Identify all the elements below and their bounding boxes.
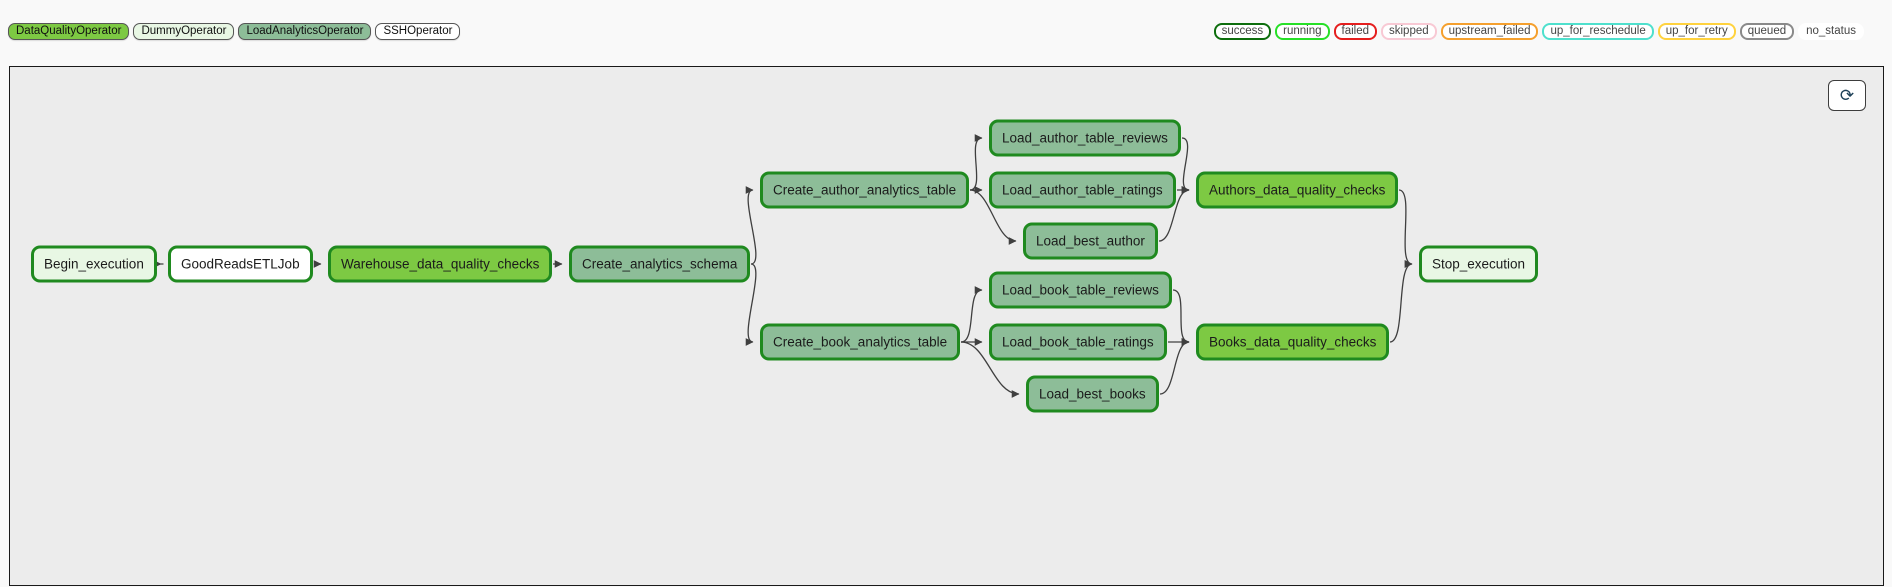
refresh-icon: ⟳ (1839, 85, 1855, 105)
state-legend-badge-success: success (1213, 23, 1272, 40)
edge-load_author_table_reviews-to-authors_data_quality_checks (1181, 137, 1190, 194)
task-node-Create_book_analytics_table[interactable]: Create_book_analytics_table (760, 323, 961, 361)
state-legend-badge-queued: queued (1739, 23, 1795, 40)
state-legend-badge-running: running (1275, 23, 1330, 40)
operator-legend-badge-DataQualityOperator: DataQualityOperator (8, 23, 130, 40)
state-legend-badge-up_for_retry: up_for_retry (1657, 23, 1736, 40)
edge-load_book_table_reviews-to-books_data_quality_checks (1172, 289, 1190, 346)
task-node-Stop_execution[interactable]: Stop_execution (1419, 245, 1539, 283)
task-node-Load_best_author[interactable]: Load_best_author (1023, 222, 1158, 260)
task-node-Warehouse_data_quality_checks[interactable]: Warehouse_data_quality_checks (328, 245, 553, 283)
dag-graph-panel[interactable]: ⟳ Begin_execution GoodReadsETLJob Warehous… (9, 66, 1884, 586)
task-node-Load_author_table_reviews[interactable]: Load_author_table_reviews (989, 119, 1181, 157)
state-legend-badge-skipped: skipped (1381, 23, 1437, 40)
state-legend-badge-no_status: no_status (1798, 23, 1864, 40)
task-node-Load_author_table_ratings[interactable]: Load_author_table_ratings (989, 171, 1176, 209)
refresh-button[interactable]: ⟳ (1828, 80, 1866, 111)
task-node-Create_analytics_schema[interactable]: Create_analytics_schema (569, 245, 751, 283)
edge-books_data_quality_checks-to-stop_execution (1389, 260, 1413, 343)
edge-authors_data_quality_checks-to-stop_execution (1398, 189, 1413, 268)
task-node-GoodReadsETLJob[interactable]: GoodReadsETLJob (168, 245, 313, 283)
edge-create_author_analytics_table-to-load_author_table_reviews (969, 134, 983, 191)
state-legend-badge-upstream_failed: upstream_failed (1440, 23, 1539, 40)
operator-legend-badge-SSHOperator: SSHOperator (375, 23, 461, 40)
task-node-Begin_execution[interactable]: Begin_execution (31, 245, 157, 283)
task-node-Authors_data_quality_checks[interactable]: Authors_data_quality_checks (1196, 171, 1399, 209)
operator-legend-badge-LoadAnalyticsOperator: LoadAnalyticsOperator (238, 23, 372, 40)
task-node-Books_data_quality_checks[interactable]: Books_data_quality_checks (1196, 323, 1390, 361)
task-node-Load_book_table_reviews[interactable]: Load_book_table_reviews (989, 271, 1172, 309)
task-node-Load_best_books[interactable]: Load_best_books (1026, 375, 1159, 413)
task-node-Create_author_analytics_table[interactable]: Create_author_analytics_table (760, 171, 970, 209)
operator-legend-badge-DummyOperator: DummyOperator (133, 23, 235, 40)
state-legend-badge-up_for_reschedule: up_for_reschedule (1542, 23, 1654, 40)
state-legend-badge-failed: failed (1333, 23, 1377, 40)
edge-create_book_analytics_table-to-load_book_table_reviews (960, 286, 983, 343)
task-node-Load_book_table_ratings[interactable]: Load_book_table_ratings (989, 323, 1167, 361)
